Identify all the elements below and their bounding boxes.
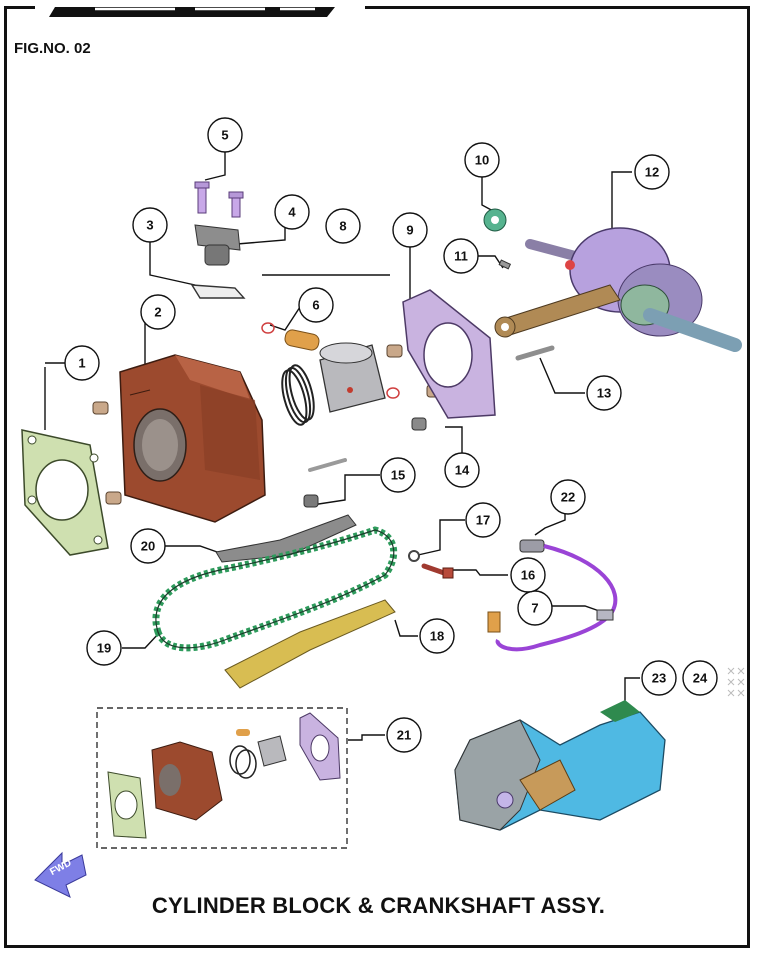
callout-2: 2 [140,294,176,330]
nut-14 [411,417,427,431]
svg-text:9: 9 [406,223,413,238]
tensioner-gasket-3 [190,284,246,299]
svg-text:7: 7 [531,601,538,616]
callout-10: 10 [464,142,500,178]
svg-text:18: 18 [430,629,444,644]
svg-text:5: 5 [221,128,228,143]
svg-text:16: 16 [521,568,535,583]
callout-18: 18 [419,618,455,654]
callout-17: 17 [465,502,501,538]
callout-7: 7 [517,590,553,626]
stud-nut-15 [303,458,347,508]
page-title: CYLINDER BLOCK & CRANKSHAFT ASSY. [151,893,606,918]
page-frame [4,5,750,948]
svg-text:20: 20 [141,539,155,554]
tensioner-bolts-5 [194,181,244,218]
chain-guide-20 [215,514,357,563]
woodruff-key-11 [498,259,512,270]
svg-text:19: 19 [97,641,111,656]
callout-4: 4 [274,194,310,230]
svg-text:6: 6 [312,298,319,313]
callout-3: 3 [132,207,168,243]
sensor-wire-22 [487,539,618,652]
cam-chain-19 [152,526,398,652]
crankshaft-assy-12 [494,227,742,352]
chain-tensioner-4 [194,224,241,266]
crank-pin-13 [515,345,555,361]
cylinder-block-2 [119,354,266,523]
callout-6: 6 [298,287,334,323]
callout-22: 22 [550,479,586,515]
bearing-10 [483,208,507,232]
base-gasket-1 [21,429,109,556]
callout-12: 12 [634,154,670,190]
cylinder-kit-21 [96,707,348,849]
callout-8: 8 [325,208,361,244]
callout-24: 24 [682,660,718,696]
sensor-connector-7 [596,609,614,621]
callout-1: 1 [64,345,100,381]
piston-pin-6 [261,322,400,399]
callout-20: 20 [130,528,166,564]
callout-15: 15 [380,457,416,493]
callout-5: 5 [207,117,243,153]
svg-text:17: 17 [476,513,490,528]
callout-19: 19 [86,630,122,666]
forward-arrow-icon: FWD [34,851,87,898]
callout-16: 16 [510,557,546,593]
chain-guide-18 [224,599,396,689]
svg-text:4: 4 [288,205,296,220]
svg-text:23: 23 [652,671,666,686]
figure-number: FIG.NO. 02 [14,40,91,57]
svg-text:21: 21 [397,728,411,743]
svg-text:1: 1 [78,356,85,371]
svg-text:24: 24 [693,671,708,686]
piston-rings [281,364,315,426]
piston-8 [319,342,386,413]
svg-text:12: 12 [645,165,659,180]
svg-text:2: 2 [154,305,161,320]
callout-11: 11 [443,238,479,274]
bolt-16 [421,563,454,579]
callout-13: 13 [586,375,622,411]
svg-text:8: 8 [339,219,346,234]
callout-21: 21 [386,717,422,753]
callout-14: 14 [444,452,480,488]
svg-text:15: 15 [391,468,405,483]
svg-text:10: 10 [475,153,489,168]
svg-text:13: 13 [597,386,611,401]
svg-text:3: 3 [146,218,153,233]
washer-17 [408,550,420,562]
svg-text:14: 14 [455,463,470,478]
engine-assembly-23 [454,700,666,831]
svg-text:22: 22 [561,490,575,505]
callout-9: 9 [392,212,428,248]
head-gasket-9 [402,289,496,419]
brand-logo-graphic [49,7,335,17]
svg-text:11: 11 [454,249,468,264]
brand-logo [35,5,365,21]
callout-23: 23 [641,660,677,696]
x-marks-24 [727,667,745,697]
